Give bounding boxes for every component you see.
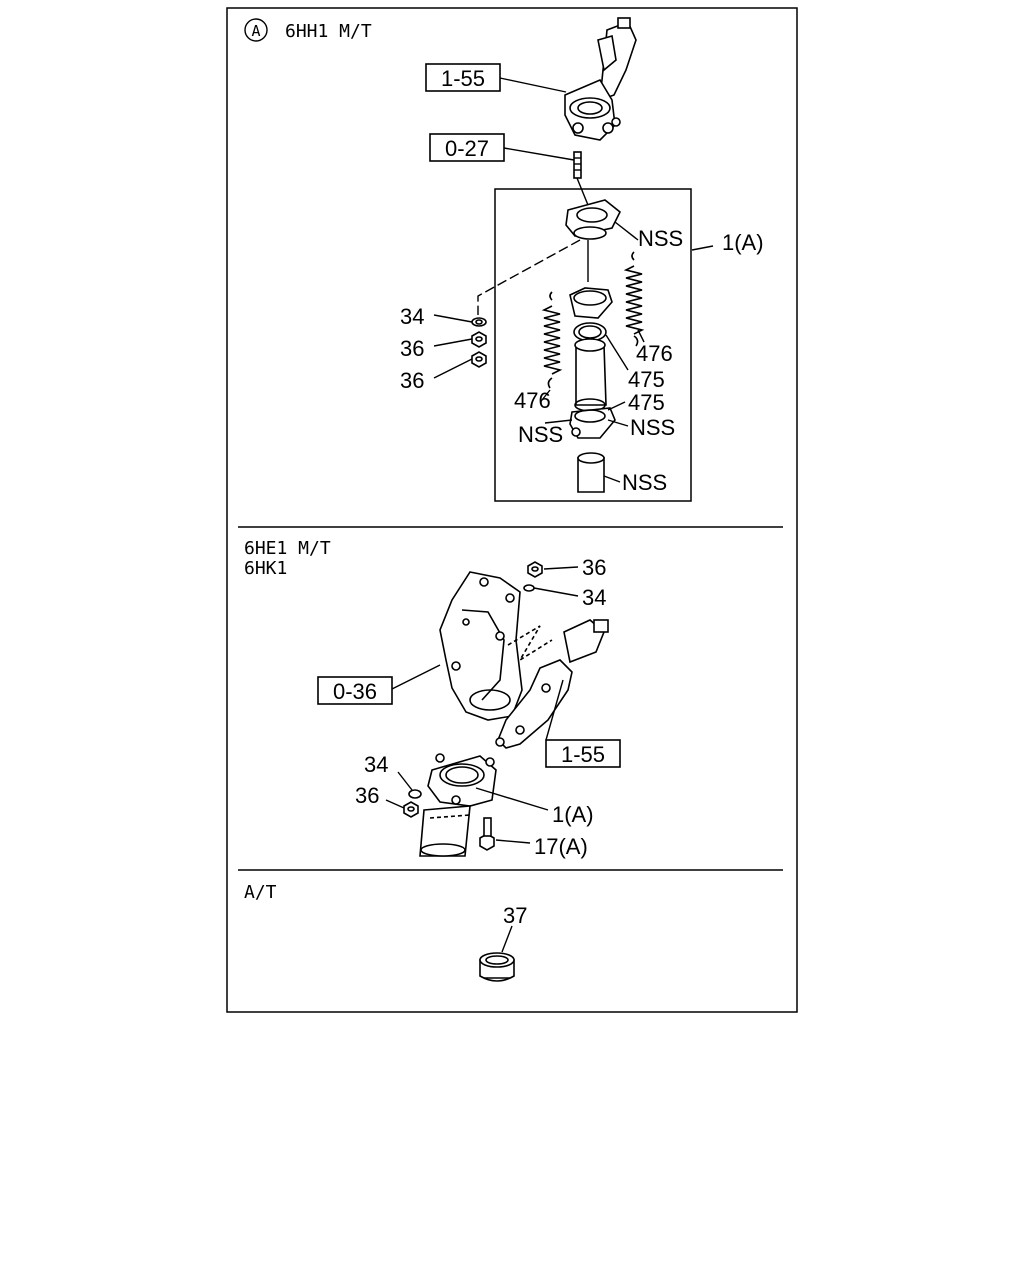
section-marker-circle: [244, 18, 268, 42]
bottom-flange: [569, 407, 616, 439]
bellows-pipe: [574, 338, 607, 412]
section-b-header: 6HE1 M/T 6HK1: [244, 538, 331, 579]
bolt-17a: [479, 817, 495, 851]
ref-476: 476: [636, 341, 673, 366]
part-box-0-27: [429, 133, 505, 162]
section-a-title: 6HH1 M/T: [285, 21, 372, 42]
section-b-drawing: [317, 561, 621, 857]
plug-cap: [479, 952, 515, 982]
ref-nss: NSS: [518, 422, 563, 447]
section-a-drawing: [425, 17, 714, 502]
ref-1-55: 1-55: [561, 742, 605, 767]
washer-34-top: [523, 584, 535, 592]
part-box-1-55: [425, 63, 501, 92]
ref-0-36: 0-36: [333, 679, 377, 704]
nut-36-top: [527, 561, 543, 578]
ref-1-55: 1-55: [441, 66, 485, 91]
ref-1a: 1(A): [552, 802, 594, 827]
stud-bolt: [573, 151, 591, 211]
ref-34: 34: [364, 752, 388, 777]
ref-17a: 17(A): [534, 834, 588, 859]
lower-pipe: [577, 452, 605, 493]
washer-34: [471, 317, 487, 327]
nut-36-upper: [471, 331, 487, 348]
center-flange: [569, 287, 613, 319]
section-a-header: A 6HH1 M/T: [244, 18, 372, 42]
ref-36: 36: [582, 555, 606, 580]
washer-34-left: [408, 789, 422, 799]
ref-34: 34: [582, 585, 606, 610]
assembly-box: [494, 188, 692, 502]
lower-flange: [427, 753, 497, 807]
ref-36: 36: [400, 336, 424, 361]
ref-nss: NSS: [630, 415, 675, 440]
ref-0-27: 0-27: [445, 136, 489, 161]
nut-36-lower: [471, 351, 487, 368]
part-box-0-36: [317, 676, 393, 705]
ref-36: 36: [355, 783, 379, 808]
ref-1a: 1(A): [722, 230, 764, 255]
ref-37: 37: [503, 903, 527, 928]
exhaust-adaptor: [439, 571, 523, 721]
section-b-subtitle: 6HK1: [244, 558, 287, 579]
section-b-title: 6HE1 M/T: [244, 538, 331, 559]
ref-nss: NSS: [622, 470, 667, 495]
section-marker: A: [251, 22, 260, 40]
exhaust-pipe: [419, 805, 471, 857]
section-c-title: A/T: [244, 882, 277, 903]
part-box-1-55: [545, 739, 621, 768]
nut-36-left: [403, 801, 419, 818]
ref-34: 34: [400, 304, 424, 329]
ref-36: 36: [400, 368, 424, 393]
spring-left: [541, 291, 563, 389]
exhaust-brake-actuator: [564, 17, 637, 141]
ref-476: 476: [514, 388, 551, 413]
exhaust-brake-body: [495, 619, 609, 749]
ref-475: 475: [628, 367, 665, 392]
section-c-drawing: [479, 925, 515, 982]
spring-right: [623, 251, 645, 347]
diagram-frame: [226, 7, 798, 1013]
ref-475: 475: [628, 390, 665, 415]
ref-nss: NSS: [638, 226, 683, 251]
top-flange: [565, 199, 622, 240]
